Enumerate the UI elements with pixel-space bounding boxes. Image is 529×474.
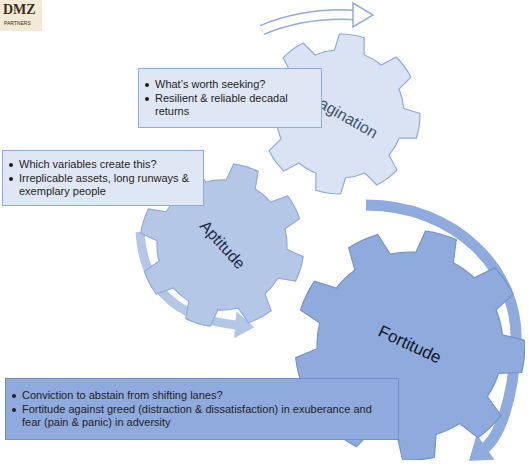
bullet-row: Which variables create this?	[8, 158, 197, 171]
gear-teeth	[141, 164, 303, 326]
bullet-dot	[9, 163, 13, 167]
bullet-text: Conviction to abstain from shifting lane…	[22, 389, 223, 402]
gear-teeth	[260, 34, 420, 194]
logo-subtext: PARTNERS	[4, 20, 31, 26]
bullet-dot	[145, 83, 149, 87]
bullet-dot	[12, 394, 16, 398]
logo-text: DMZ	[3, 2, 36, 18]
callout-box: What’s worth seeking?Resilient & reliabl…	[138, 68, 322, 128]
bullet-text: Irreplicable assets, long runways & exem…	[19, 172, 197, 198]
bullet-text: Which variables create this?	[19, 158, 157, 171]
rotation-arrow	[262, 3, 373, 30]
bullet-row: Resilient & reliable decadal returns	[144, 92, 315, 118]
bullet-row: What’s worth seeking?	[144, 78, 315, 91]
bullet-dot	[12, 408, 16, 412]
logo-background	[0, 0, 42, 31]
bullet-row: Conviction to abstain from shifting lane…	[11, 389, 392, 402]
callout-box: Conviction to abstain from shifting lane…	[5, 378, 399, 440]
callout-box: Which variables create this?Irreplicable…	[2, 150, 204, 206]
gear-label: Fortitude	[375, 322, 444, 368]
bullet-dot	[145, 97, 149, 101]
bullet-dot	[9, 177, 13, 181]
gear-label: Aptitude	[196, 217, 249, 273]
bullet-row: Fortitude against greed (distraction & d…	[11, 403, 392, 429]
bullet-text: Fortitude against greed (distraction & d…	[22, 403, 392, 429]
bullet-text: What’s worth seeking?	[155, 78, 265, 91]
bullet-text: Resilient & reliable decadal returns	[155, 92, 315, 118]
bullet-row: Irreplicable assets, long runways & exem…	[8, 172, 197, 198]
